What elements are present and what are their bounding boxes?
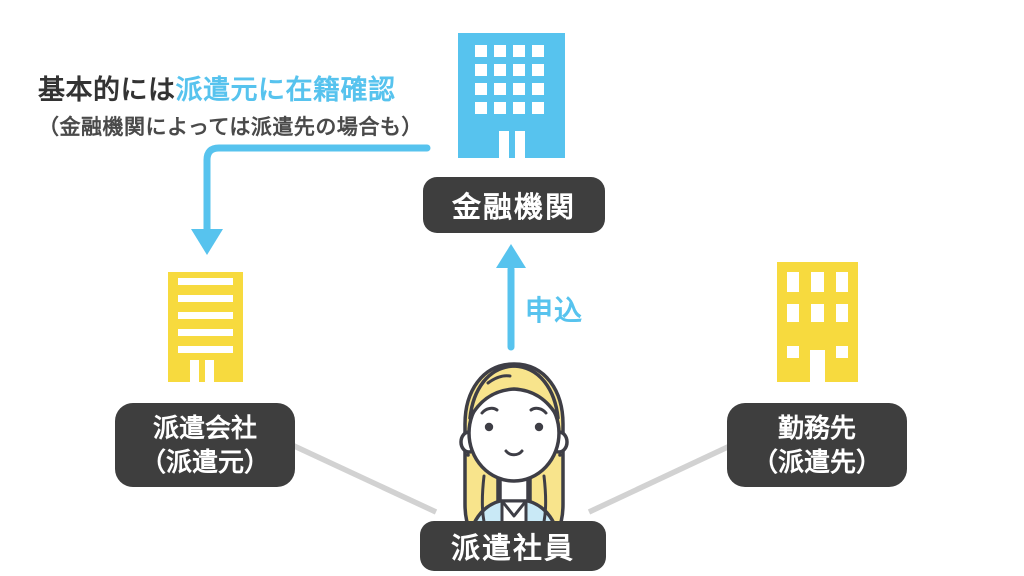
title-highlight: 派遣元に在籍確認 [175, 75, 396, 105]
earring-right [558, 453, 562, 457]
dispatch-worker-label-text: 派遣社員 [450, 533, 575, 565]
financial-institution-label-text: 金融機関 [451, 192, 576, 224]
window-grid [787, 272, 848, 382]
application-arrow [496, 244, 526, 351]
financial-institution-building-icon [458, 33, 565, 158]
page-title: 基本的には派遣元に在籍確認 [38, 68, 423, 107]
mouth [504, 449, 524, 457]
title-prefix: 基本的には [38, 75, 176, 105]
earring-left [466, 453, 470, 457]
title-block: 基本的には派遣元に在籍確認 （金融機関によっては派遣先の場合も） [38, 68, 423, 141]
dispatch-agency-building-icon [168, 272, 243, 382]
window-grid [475, 45, 544, 158]
eyebrow-right [529, 406, 548, 415]
eye-right [534, 422, 544, 432]
dispatch-agency-label-line2: （派遣元） [139, 447, 270, 477]
page-subtitle: （金融機関によっては派遣先の場合も） [38, 116, 423, 139]
dispatch-worker-illustration [459, 362, 569, 548]
workplace-building-icon [777, 262, 858, 382]
collar [500, 499, 528, 518]
workplace-label-line1: 勤務先 [777, 412, 856, 443]
dispatch-agency-label: 派遣会社 （派遣元） [115, 403, 295, 487]
connector-line-left [290, 442, 438, 515]
eyebrow-left [480, 406, 499, 415]
window-stripes [178, 278, 233, 382]
workplace-label-line2: （派遣先） [751, 447, 882, 477]
verification-arrow [191, 144, 431, 255]
application-arrow-label: 申込 [525, 295, 584, 326]
dispatch-agency-label-line1: 派遣会社 [152, 412, 257, 443]
financial-institution-label: 金融機関 [423, 177, 605, 233]
workplace-label: 勤務先 （派遣先） [727, 403, 907, 487]
eye-left [484, 422, 494, 432]
connector-line-right [587, 442, 734, 515]
dispatch-worker-label: 派遣社員 [420, 521, 606, 571]
bang-detail-line [486, 374, 512, 385]
